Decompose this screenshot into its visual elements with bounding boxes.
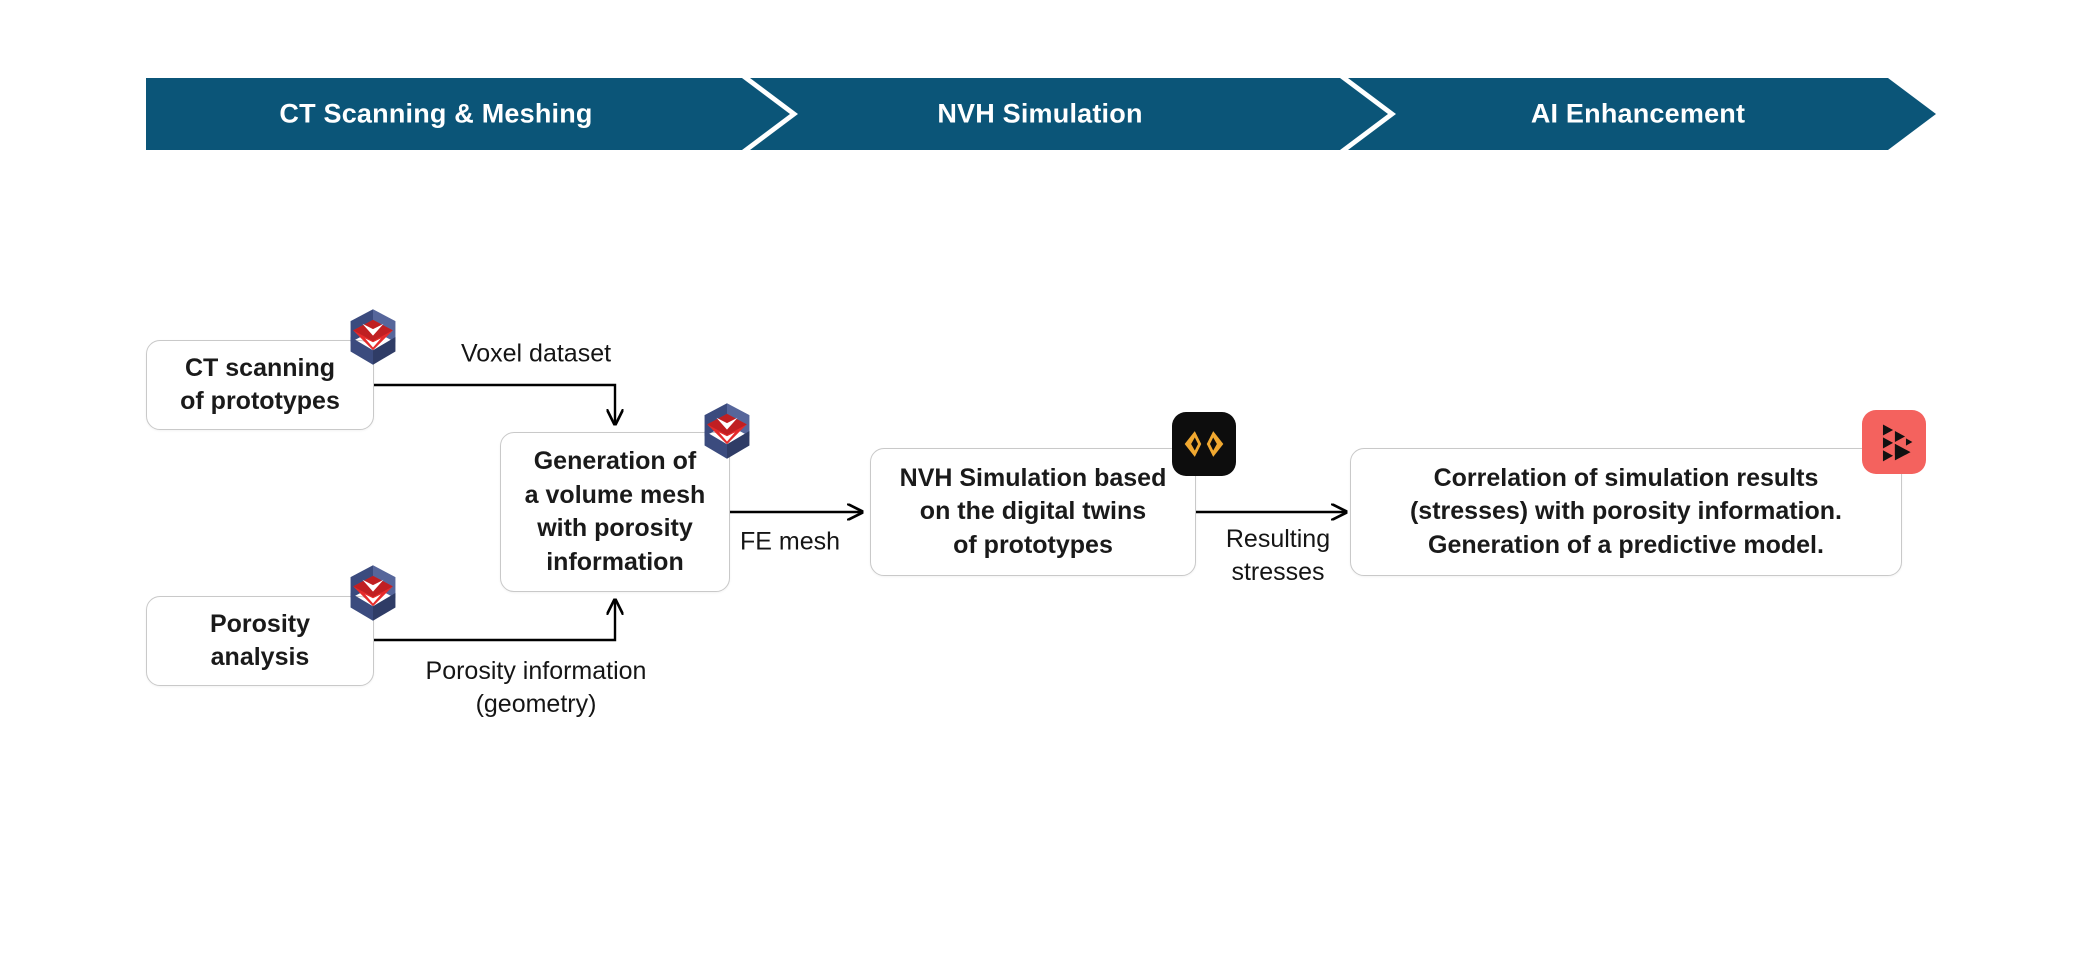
volume-graphics-logo [340, 304, 406, 370]
node-porosity-analysis-label: Porosity analysis [209, 609, 311, 672]
edge-label-fe-mesh: FE mesh [739, 527, 841, 556]
node-correlation[interactable]: Correlation of simulation results (stres… [1350, 448, 1902, 576]
edge-label-resulting-stresses: Resulting stresses [1225, 525, 1331, 586]
node-ct-scanning-label: CT scanning of prototypes [180, 353, 340, 416]
edge-label-porosity-information: Porosity information (geometry) [425, 657, 647, 718]
node-volume-mesh-label: Generation of a volume mesh with porosit… [524, 447, 706, 576]
node-nvh-simulation-label: NVH Simulation based on the digital twin… [899, 463, 1167, 559]
node-porosity-analysis[interactable]: Porosity analysis [146, 596, 374, 686]
node-correlation-label: Correlation of simulation results (stres… [1409, 463, 1842, 559]
connector-voxel-dataset [374, 383, 615, 424]
banner-label-ai-enhancement: AI Enhancement [1530, 98, 1746, 129]
node-nvh-simulation[interactable]: NVH Simulation based on the digital twin… [870, 448, 1196, 576]
simulation-tool-icon [1172, 412, 1236, 476]
volume-graphics-logo [340, 560, 406, 626]
edge-label-voxel-dataset: Voxel dataset [460, 339, 612, 368]
ai-tool-icon [1862, 410, 1926, 474]
banner-label-nvh-simulation: NVH Simulation [937, 98, 1143, 129]
node-volume-mesh[interactable]: Generation of a volume mesh with porosit… [500, 432, 730, 592]
connector-porosity-information [374, 600, 615, 642]
banner-label-ct-scanning-meshing: CT Scanning & Meshing [279, 98, 593, 129]
volume-graphics-logo [694, 398, 760, 464]
node-ct-scanning[interactable]: CT scanning of prototypes [146, 340, 374, 430]
